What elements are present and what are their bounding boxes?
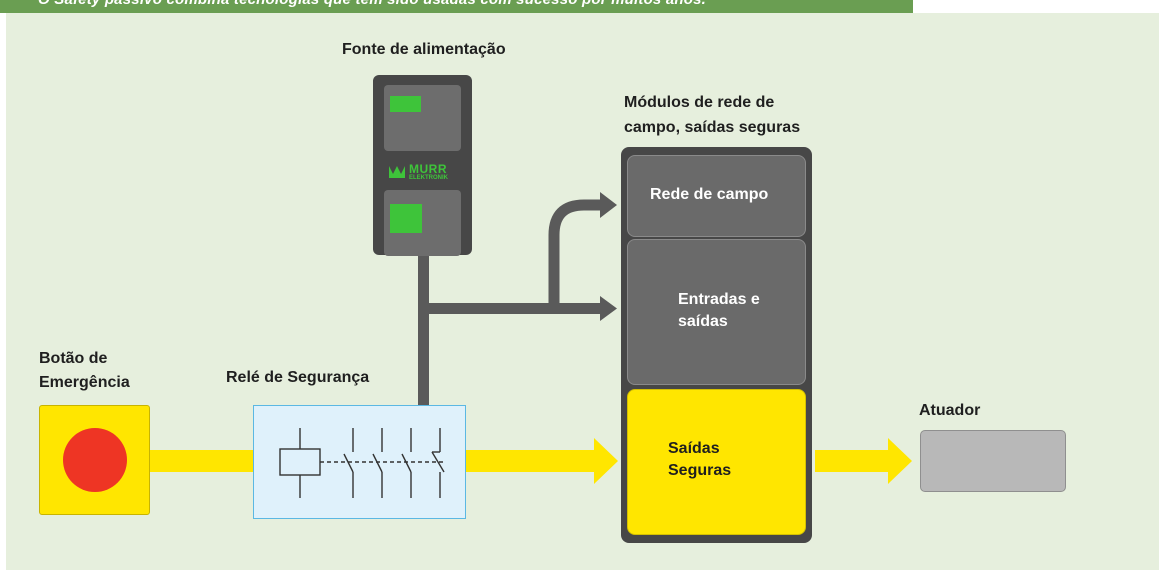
yellow-arrowhead-actuator [888, 438, 912, 484]
safety-relay-label: Relé de Segurança [226, 369, 370, 386]
actuator-box [920, 430, 1066, 492]
yellow-line-module-actuator [815, 450, 890, 472]
gray-line-fieldbus-branch [548, 199, 604, 308]
modules-label-line2: campo, saídas seguras [624, 119, 801, 136]
yellow-line-relay-module [466, 450, 596, 472]
gray-line-psu-down [418, 255, 429, 405]
gray-arrowhead-fieldbus [600, 192, 617, 218]
actuator-label: Atuador [919, 402, 981, 419]
murr-logo: MURR ELEKTRONIK [387, 160, 461, 184]
relay-schematic-icon [279, 428, 445, 498]
psu-bottom-led [390, 204, 422, 233]
fieldbus-modules: Rede de campo Entradas e saídas Saídas S… [621, 147, 812, 543]
murr-brand-subtext: ELEKTRONIK [409, 175, 448, 181]
gray-line-horizontal [418, 303, 603, 314]
module-io-label-line1: Entradas e [678, 291, 760, 308]
safety-relay [253, 405, 466, 519]
power-supply-unit: MURR ELEKTRONIK [373, 75, 472, 256]
caption-text: O Safety passivo combina tecnologias que… [38, 0, 706, 8]
psu-top-slot [384, 85, 461, 151]
module-fieldbus: Rede de campo [627, 155, 806, 237]
gray-arrowhead-io [600, 296, 617, 321]
emergency-stop-button [39, 405, 150, 515]
emergency-label-line1: Botão de [39, 350, 108, 367]
psu-bottom-slot [384, 190, 461, 256]
module-io: Entradas e saídas [627, 239, 806, 385]
module-safe-label-line2: Seguras [668, 462, 732, 479]
yellow-arrowhead-module [594, 438, 618, 484]
murr-logo-icon [389, 166, 405, 178]
power-supply-label: Fonte de alimentação [342, 41, 506, 58]
module-safe-label-line1: Saídas [668, 440, 720, 457]
module-safe-outputs: Saídas Seguras [627, 389, 806, 535]
caption-banner: O Safety passivo combina tecnologias que… [0, 0, 913, 13]
module-fieldbus-label: Rede de campo [650, 186, 769, 203]
emergency-stop-red-dot [63, 428, 127, 492]
murr-brand-text: MURR [409, 162, 447, 176]
emergency-label-line2: Emergência [39, 374, 130, 391]
psu-top-led [390, 96, 421, 112]
module-io-label-line2: saídas [678, 313, 728, 330]
yellow-line-estop-relay [150, 450, 253, 472]
modules-label-line1: Módulos de rede de [624, 94, 775, 111]
